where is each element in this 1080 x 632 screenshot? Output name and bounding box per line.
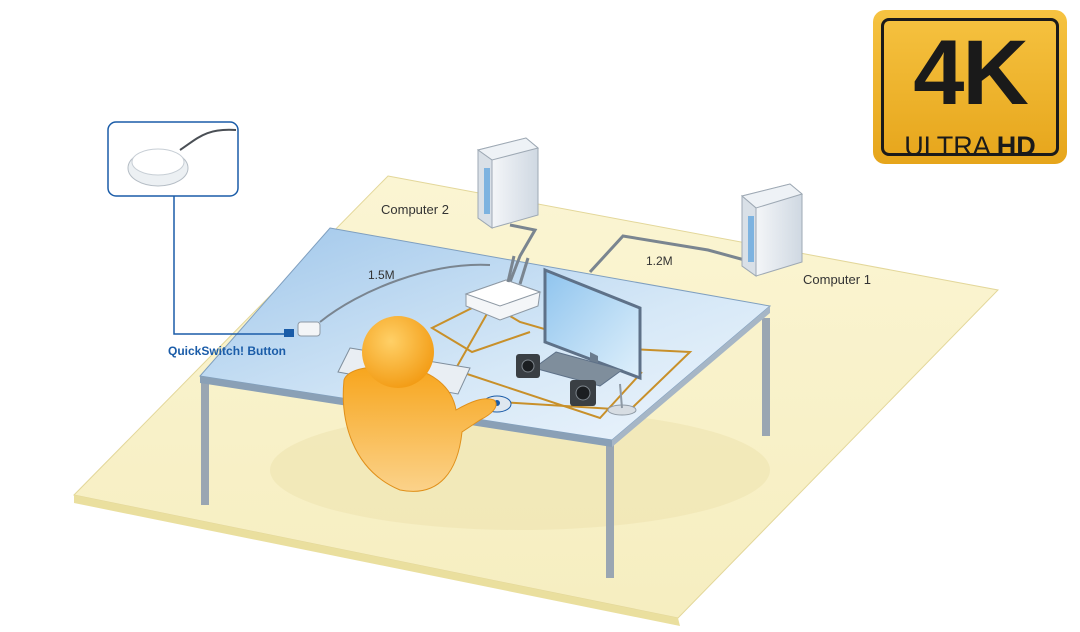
speaker-left bbox=[516, 354, 540, 378]
badge-ultra-hd-text: ULTRA HD bbox=[884, 131, 1056, 161]
badge-ultra-text: ULTRA bbox=[904, 131, 990, 161]
computer-2-tower bbox=[476, 137, 540, 229]
cable-output bbox=[429, 304, 531, 354]
cable-computer-1 bbox=[588, 234, 753, 274]
desk-edge-side bbox=[612, 306, 770, 447]
badge-hd-text: HD bbox=[996, 131, 1036, 161]
cable-computer-2 bbox=[508, 223, 538, 283]
badge-frame: 4K ULTRA HD bbox=[881, 18, 1059, 161]
quickswitch-remote bbox=[284, 321, 321, 337]
cable-length-label: 1.2M bbox=[646, 254, 673, 268]
desk-leg bbox=[762, 318, 770, 436]
4k-ultra-hd-badge: 4K ULTRA HD bbox=[873, 10, 1067, 164]
quickswitch-button-label: QuickSwitch! Button bbox=[168, 344, 286, 358]
monitor bbox=[532, 267, 642, 387]
person bbox=[342, 316, 497, 492]
cable-length-label: 1.5M bbox=[368, 268, 395, 282]
desk-leg bbox=[201, 383, 209, 505]
quickswitch-callout bbox=[107, 121, 239, 197]
cable-quickswitch bbox=[319, 263, 491, 323]
computer-2-label: Computer 2 bbox=[381, 202, 449, 217]
callout-line bbox=[173, 196, 284, 335]
microphone bbox=[607, 383, 637, 416]
computer-1-tower bbox=[740, 183, 804, 277]
speaker-right bbox=[570, 380, 596, 406]
badge-4k-text: 4K bbox=[913, 22, 1029, 124]
desk-leg bbox=[606, 440, 614, 578]
computer-1-label: Computer 1 bbox=[803, 272, 871, 287]
floor-edge bbox=[74, 495, 680, 626]
kvm-switch bbox=[464, 255, 542, 321]
